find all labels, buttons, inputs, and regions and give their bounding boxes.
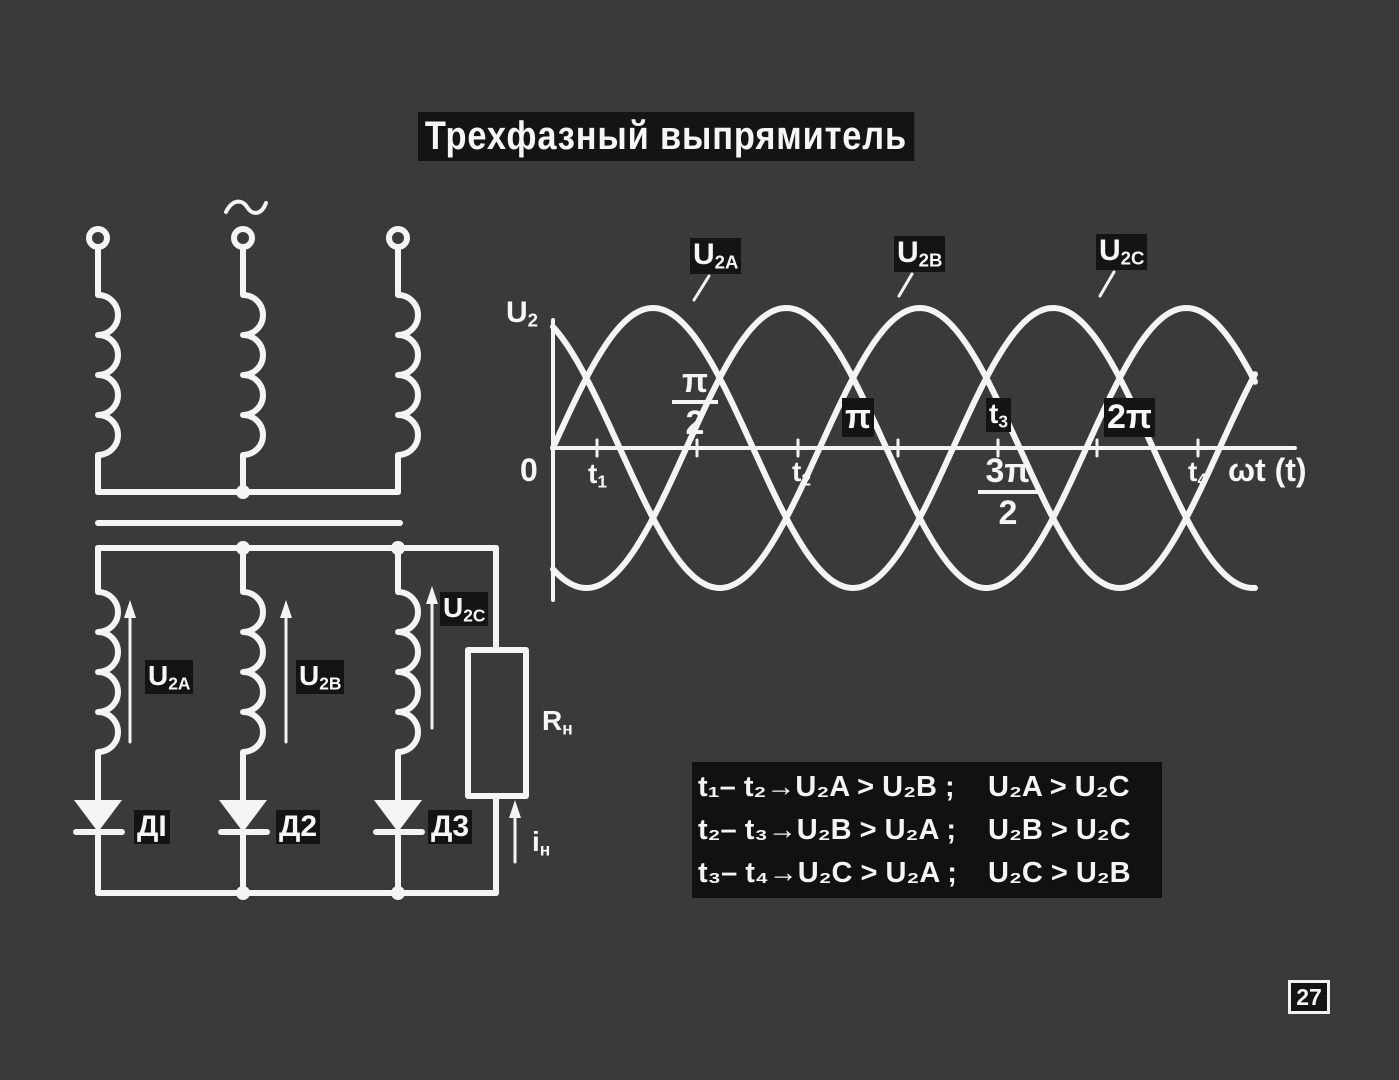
label-u2b: U2B [296,660,345,695]
ac-symbol [224,199,268,215]
condition-right: U₂B > U₂C [988,814,1131,846]
tick-t2: t2 [792,456,811,490]
curve-u2c [550,304,1258,592]
primary-coil-a [95,244,121,495]
diode-triangle-1 [74,800,122,832]
secondary-coil-c [395,545,421,803]
primary-coil-b [240,244,266,495]
conditions-box: t₁– t₂→U₂A > U₂B ; U₂A > U₂C t₂– t₃→U₂B … [692,762,1162,898]
condition-right: U₂C > U₂B [988,857,1131,889]
curve-label-u2a: U2A [690,238,742,274]
condition-row: t₃– t₄→U₂C > U₂A ; U₂C > U₂B [698,852,1156,895]
diode-triangle-2 [219,800,267,832]
condition-row: t₁– t₂→U₂A > U₂B ; U₂A > U₂C [698,766,1156,809]
condition-left: t₁– t₂→U₂A > U₂B ; [698,771,955,803]
secondary-coil-a [95,545,121,803]
condition-left: t₂– t₃→U₂B > U₂A ; [698,814,957,846]
arrowhead-u2a [124,600,136,618]
label-u2c: U2C [440,592,489,627]
arrowhead-in [509,800,521,818]
slide-title: Трехфазный выпрямитель [418,112,914,161]
condition-left: t₃– t₄→U₂C > U₂A ; [698,857,957,889]
tick-pi: π [842,398,875,437]
tick-t3: t3 [986,398,1011,433]
label-diode-2: Д2 [276,810,321,844]
x-axis-label: ωt (t) [1228,452,1307,488]
tick-two-pi: 2π [1104,398,1155,437]
secondary-coil-b [240,545,266,803]
diode-triangle-3 [374,800,422,832]
curve-u2b [550,304,1258,592]
curve-label-u2b: U2B [894,236,946,272]
ac-symbol-text: ~ [232,176,233,177]
tick-t4: t4 [1188,456,1207,490]
tick-t1: t1 [588,458,607,492]
label-diode-3: Д3 [428,810,473,844]
condition-row: t₂– t₃→U₂B > U₂A ; U₂B > U₂C [698,809,1156,852]
primary-coil-c [395,244,421,495]
label-diode-1: ДI [134,810,170,844]
y-axis-label: U2 [506,296,539,331]
arrowhead-u2c [426,586,438,604]
curve-label-u2c: U2C [1096,234,1148,270]
page-number: 27 [1288,980,1330,1014]
label-rn: Rн [542,705,573,739]
label-u2a: U2A [145,660,194,695]
origin-label: 0 [520,452,538,488]
label-in: iн [532,826,551,860]
condition-right: U₂A > U₂C [988,771,1130,803]
load-resistor [465,647,529,799]
arrowhead-u2b [280,600,292,618]
